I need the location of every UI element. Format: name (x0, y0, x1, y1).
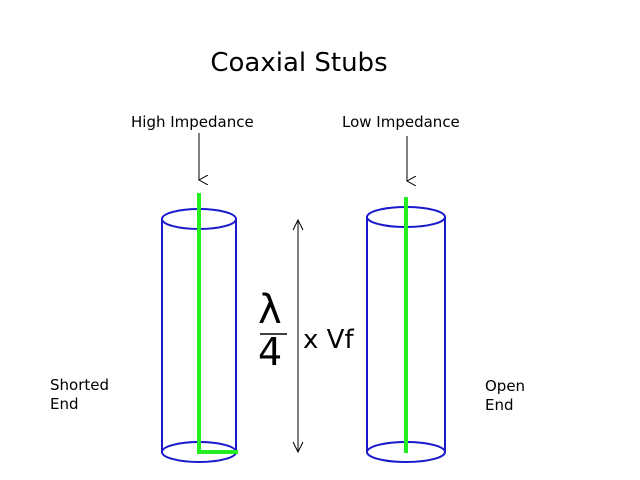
shorted-end-label: Shorted End (50, 376, 110, 413)
low-impedance-label: Low Impedance (342, 113, 460, 131)
shorted-stub-center-conductor (197, 193, 238, 454)
quarter-denominator: 4 (258, 330, 283, 374)
length-dimension-arrow (292, 218, 304, 454)
velocity-factor-multiplier: x Vf (303, 325, 354, 355)
diagram-title: Coaxial Stubs (210, 48, 388, 78)
high-impedance-label: High Impedance (131, 113, 254, 131)
wavelength-symbol: λ (258, 287, 282, 333)
open-end-label: Open End (485, 377, 526, 414)
